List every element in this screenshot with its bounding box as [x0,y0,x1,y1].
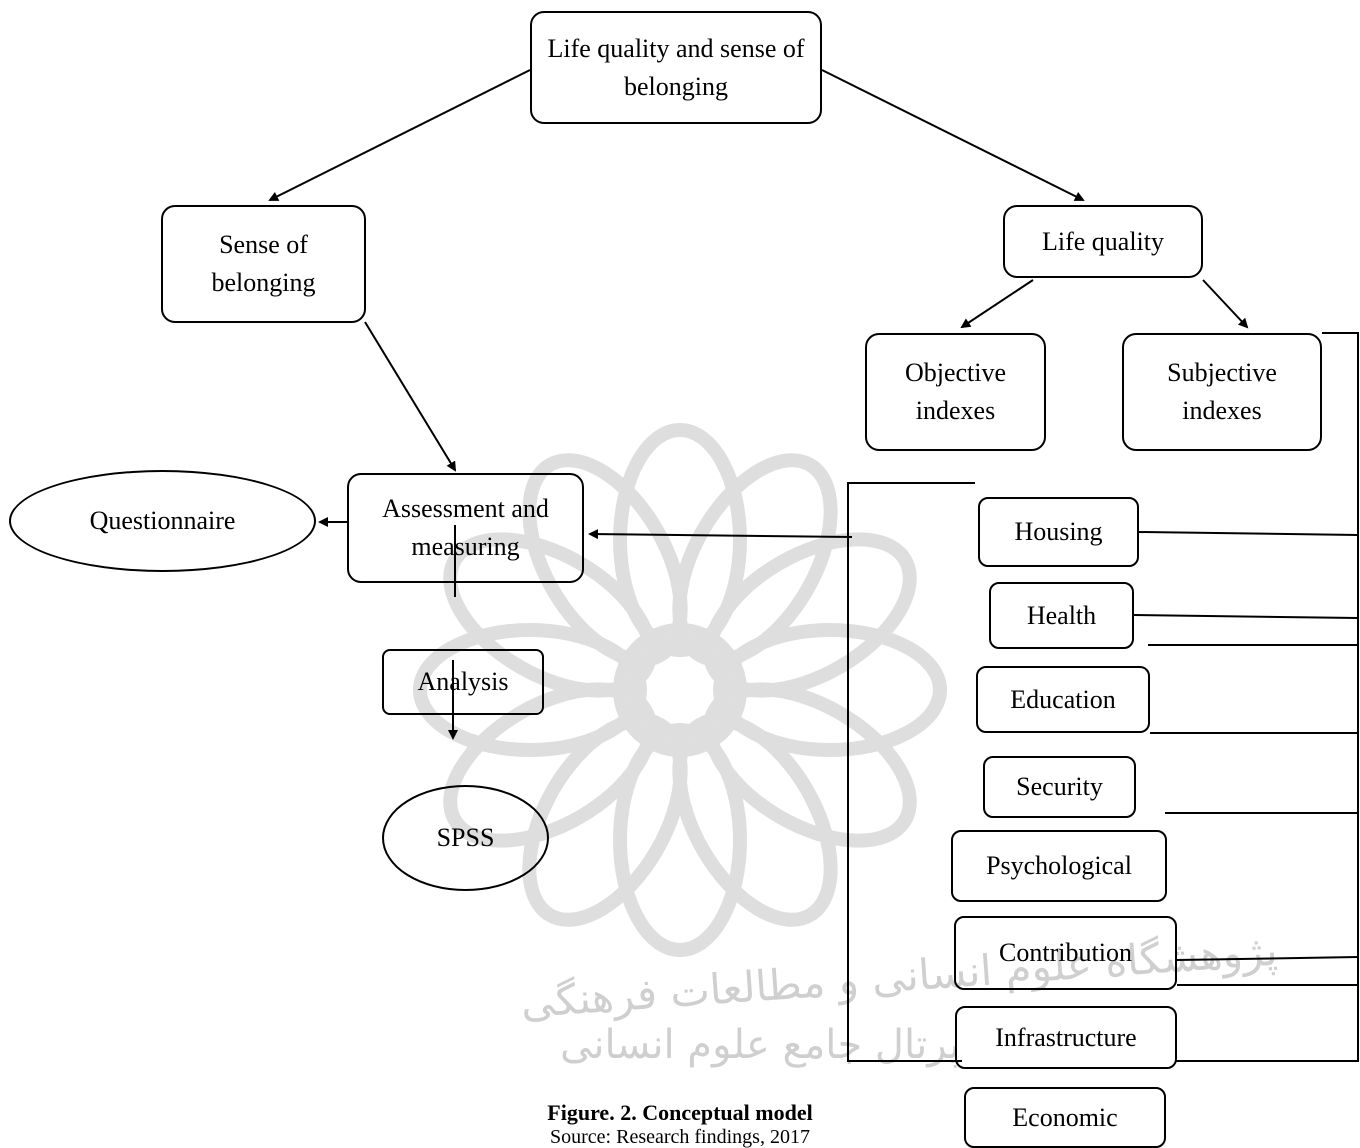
node-housing: Housing [978,497,1139,567]
node-contribution: Contribution [954,916,1177,990]
edge-root-to-lifequality [821,69,1085,201]
left-bracket [847,482,975,1062]
node-sense-of-belonging: Sense of belonging [161,205,366,323]
node-root: Life quality and sense of belonging [530,11,822,124]
node-life-quality: Life quality [1003,205,1203,278]
node-objective-indexes: Objective indexes [865,333,1046,451]
edge-indicators-to-assessment [588,529,853,540]
node-economic: Economic [964,1087,1166,1148]
figure-title: Figure. 2. Conceptual model [547,1100,813,1125]
figure-source: Source: Research findings, 2017 [550,1126,810,1148]
node-health: Health [989,582,1134,649]
edge-lifequality-to-objective [960,279,1034,329]
node-education: Education [976,666,1150,733]
figure-caption: Figure. 2. Conceptual model Source: Rese… [430,1100,930,1148]
edge-belonging-to-assessment [364,321,457,472]
edge-root-to-belonging [268,69,531,201]
node-security: Security [983,756,1136,818]
node-assessment-and-measuring: Assessment and measuring [347,473,584,583]
node-spss: SPSS [382,785,549,891]
node-subjective-indexes: Subjective indexes [1122,333,1322,451]
edge-lifequality-to-subjective [1202,279,1249,329]
node-infrastructure: Infrastructure [955,1006,1177,1069]
node-questionnaire: Questionnaire [9,470,316,572]
node-analysis: Analysis [382,649,544,715]
right-bracket [1176,332,1359,1062]
node-psychological: Psychological [951,830,1167,902]
